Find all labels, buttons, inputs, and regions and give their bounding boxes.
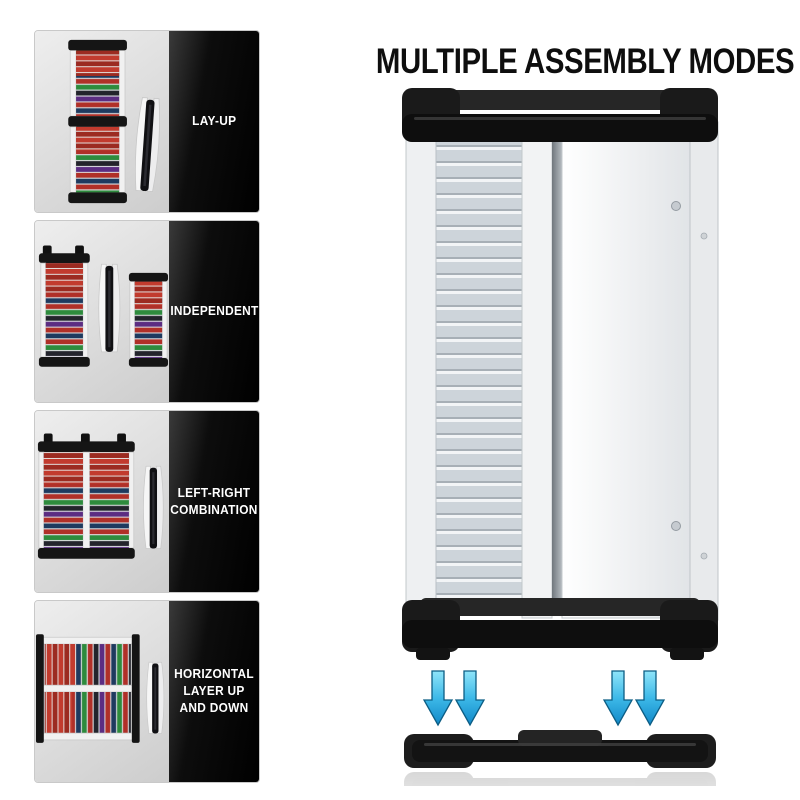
mode-panel-image [35, 31, 169, 212]
stacked-game-tower [68, 39, 127, 204]
tower-bottom-frame [402, 598, 718, 660]
combined-game-tower [37, 433, 135, 559]
ps5-console-icon [143, 465, 164, 549]
tower-shelf-column [435, 131, 523, 611]
mode-label: LEFT-RIGHT COMBINATION [170, 485, 258, 517]
tower-render [390, 88, 730, 800]
ps5-console-icon [98, 263, 121, 353]
mode-panel-image [35, 221, 169, 402]
mode-label-area: LEFT-RIGHT COMBINATION [169, 411, 259, 592]
mode-label: LAY-UP [191, 114, 237, 129]
down-arrow-icon [635, 670, 665, 726]
down-arrow-icon [455, 670, 485, 726]
mount-hole [671, 201, 681, 211]
mount-hole [700, 232, 708, 240]
tower-base [404, 730, 716, 768]
mode-panel-image [35, 411, 169, 592]
tower-illustration [390, 86, 730, 800]
independent-thumbnail [38, 245, 169, 367]
mode-panel-horizontal: HORIZONTAL LAYER UP AND DOWN [34, 600, 260, 783]
mode-label-area: LAY-UP [169, 31, 259, 212]
right-game-tower [128, 272, 169, 367]
ps5-console-icon [132, 96, 163, 193]
assembly-modes-list: LAY-UP [34, 30, 260, 783]
left-right-combination-thumbnail [37, 433, 164, 559]
mode-label: HORIZONTAL LAYER UP AND DOWN [174, 667, 254, 715]
left-game-tower [38, 245, 90, 367]
down-arrows [423, 670, 665, 726]
tower-top-frame [402, 88, 718, 142]
lay-up-thumbnail [68, 39, 163, 204]
mode-panel-image [35, 601, 169, 782]
mount-hole [671, 521, 681, 531]
tower-body [405, 121, 719, 621]
horizontal-storage-unit [35, 634, 140, 743]
mode-label: INDEPENDENT [169, 304, 259, 319]
mode-label-area: HORIZONTAL LAYER UP AND DOWN [169, 601, 259, 782]
horizontal-layers-thumbnail [35, 634, 165, 743]
mode-label-area: INDEPENDENT [169, 221, 259, 402]
page-title: MULTIPLE ASSEMBLY MODES [375, 42, 795, 81]
ps5-console-icon [146, 661, 165, 734]
mode-panel-lay-up: LAY-UP [34, 30, 260, 213]
down-arrow-icon [603, 670, 633, 726]
down-arrow-icon [423, 670, 453, 726]
mount-hole [700, 552, 708, 560]
tower-side-panel [561, 123, 691, 619]
mode-panel-independent: INDEPENDENT [34, 220, 260, 403]
reflection-fade [390, 770, 730, 800]
mode-panel-left-right: LEFT-RIGHT COMBINATION [34, 410, 260, 593]
